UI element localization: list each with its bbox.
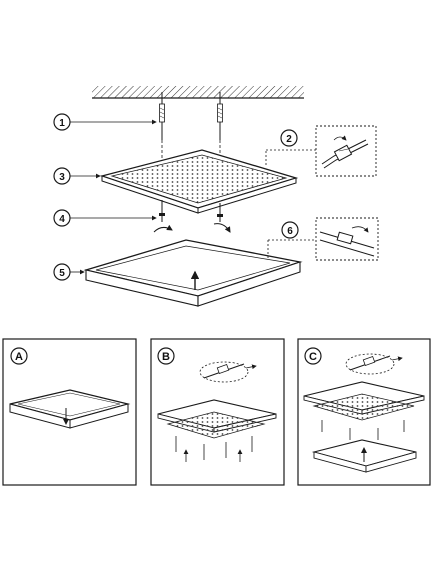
callout-5: 5 [53,263,85,281]
callout-4-label: 4 [59,214,65,225]
callout-1: 1 [53,113,157,131]
panel-c: C [297,338,431,486]
panel-a-luminaire [9,389,131,429]
callout-1-label: 1 [59,118,65,129]
callout-5-label: 5 [59,268,65,279]
detail-clip [267,217,379,261]
panel-b-frame [157,399,277,462]
panel-c-label: C [309,351,317,363]
mounting-frame [99,149,299,214]
callout-6: 6 [281,221,299,239]
callout-3-label: 3 [59,172,65,183]
panel-c-connector-detail [345,353,403,375]
panel-c-frame [303,381,425,440]
callout-2: 2 [280,129,298,147]
panel-a: A [2,338,137,486]
panel-screws [153,200,231,233]
callout-4: 4 [53,209,157,227]
diffuser-panel [83,239,303,307]
panel-c-diffuser [311,439,417,473]
callout-2-label: 2 [286,134,292,145]
detail-wire-connector [265,125,377,177]
callout-3: 3 [53,167,101,185]
panel-b: B [150,338,285,486]
callout-6-label: 6 [287,226,293,237]
panel-b-connector-detail [199,361,257,383]
ceiling [92,86,304,99]
panel-a-label: A [15,351,23,363]
panel-b-label: B [162,351,170,363]
